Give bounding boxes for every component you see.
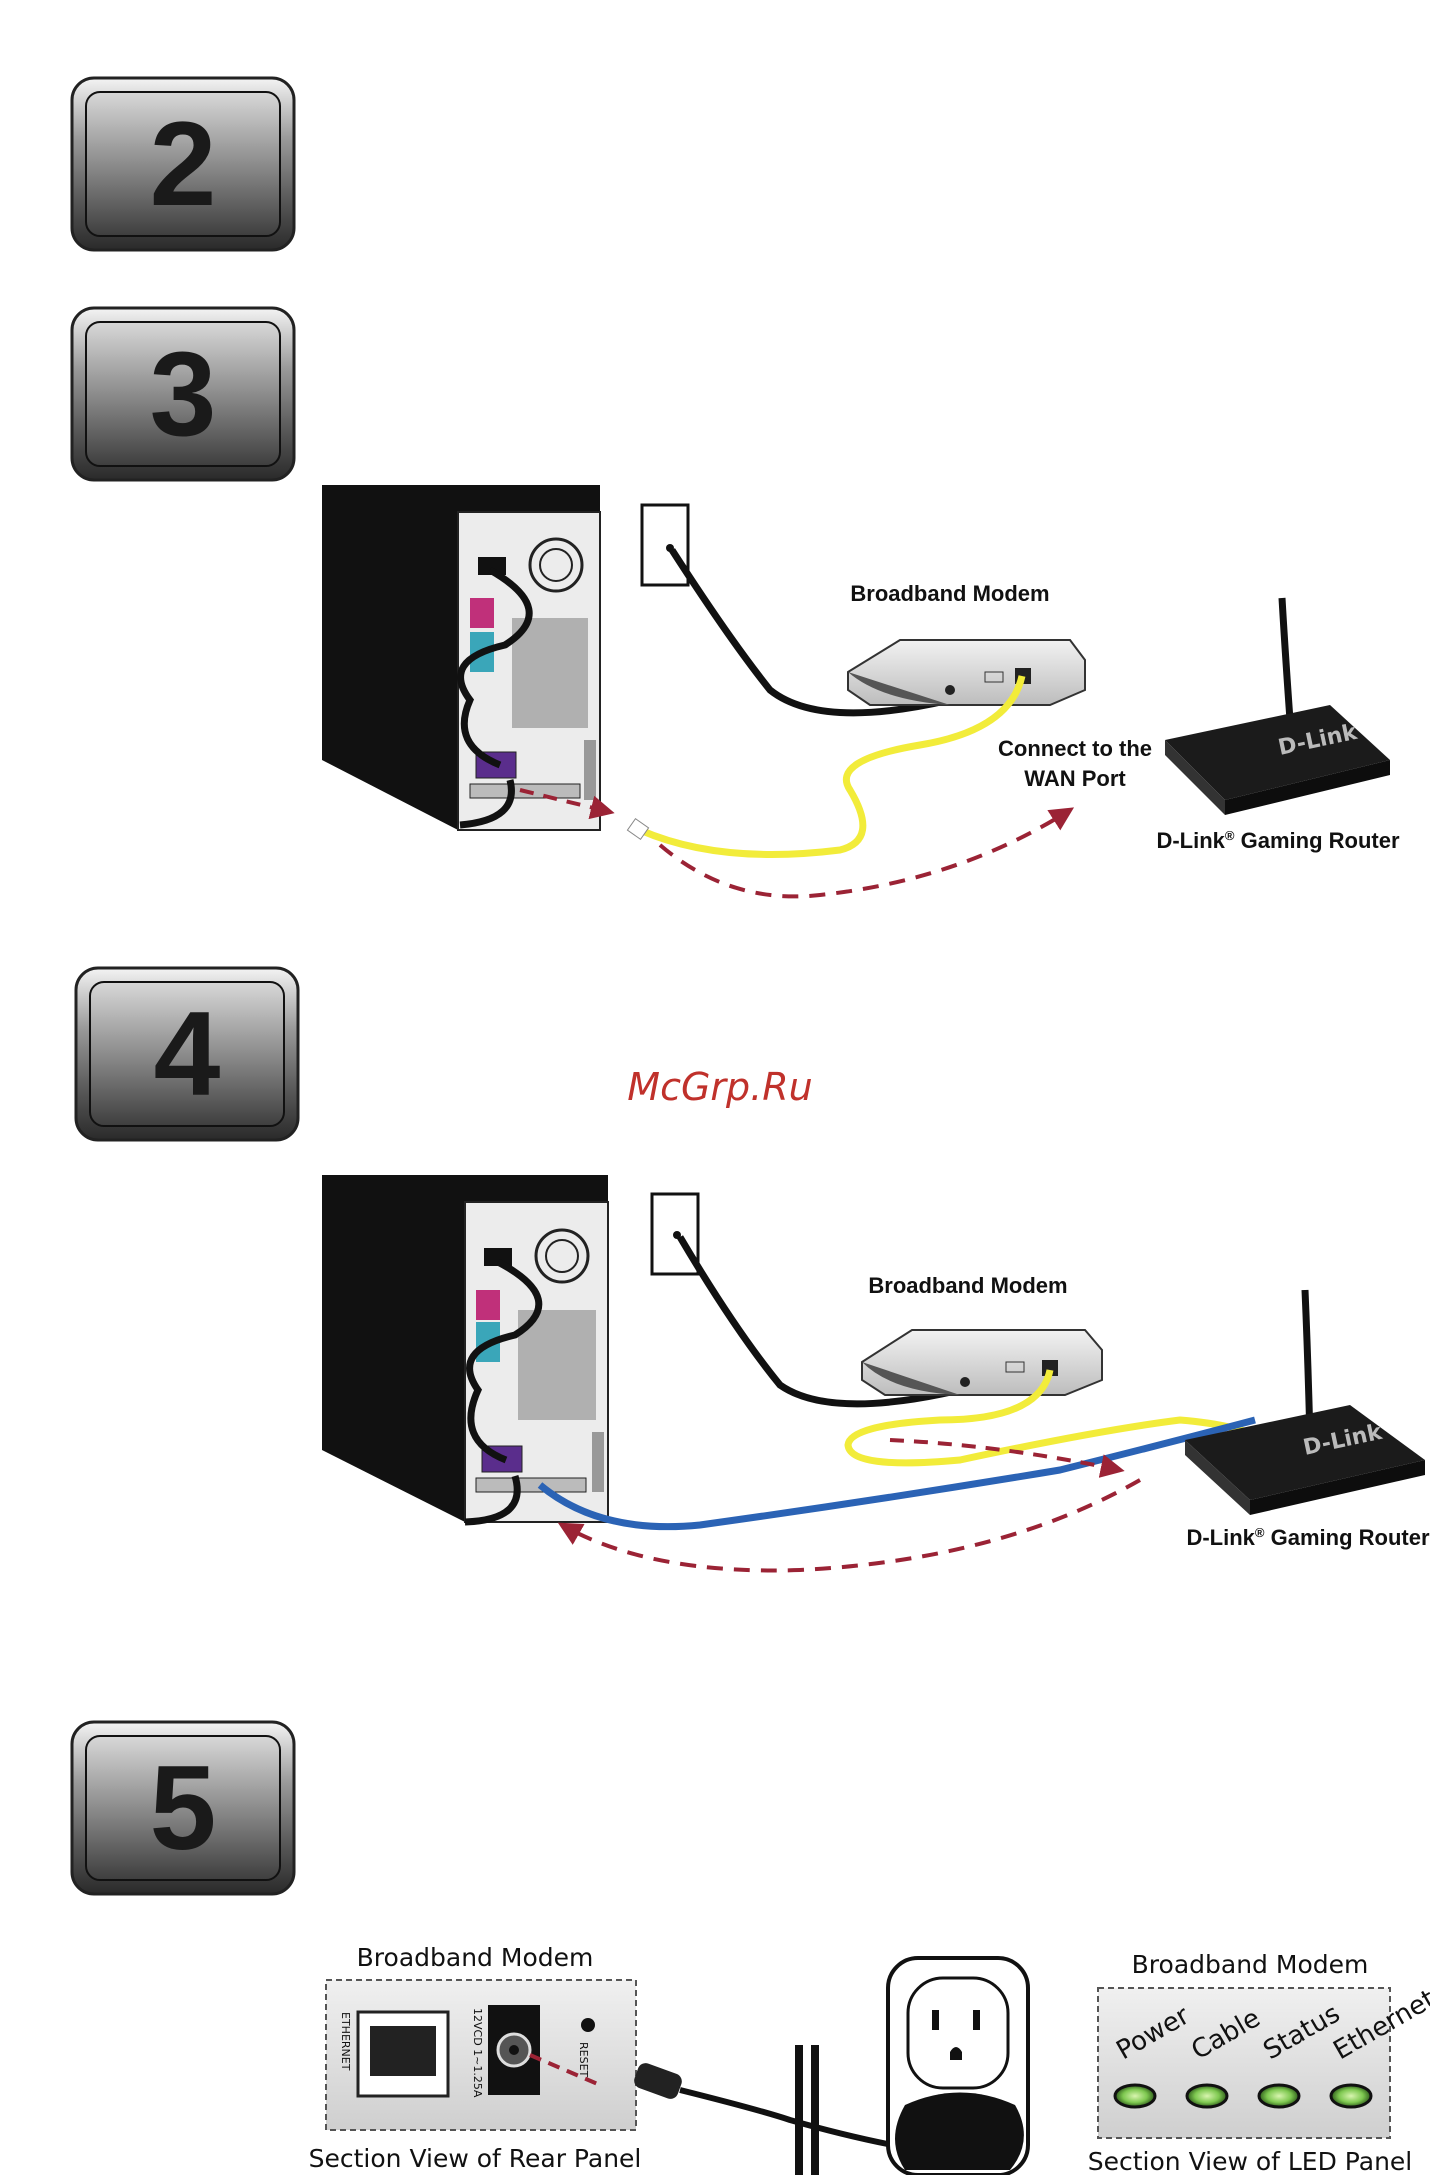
step-2-number: 2 — [150, 97, 217, 231]
wan-label-line2: WAN Port — [1024, 766, 1126, 791]
step-3-badge: 3 — [72, 308, 294, 480]
wall-outlet — [888, 1958, 1028, 2175]
step-2-badge: 2 — [72, 78, 294, 250]
power-spec-label: 12VCD 1~1.25A — [471, 2008, 484, 2098]
led-ethernet — [1331, 2085, 1371, 2107]
watermark: McGrp.Ru — [627, 1065, 812, 1109]
led-panel-caption: Section View of LED Panel — [1088, 2147, 1413, 2175]
router-label-step3-reg: ® — [1225, 828, 1235, 843]
pc-tower — [322, 485, 600, 830]
step-5-diagram: Broadband Modem ETHERNET 12VCD 1~1.25A R… — [309, 1943, 1430, 2175]
step-3-diagram: Broadband Modem Connect to the WAN Port … — [322, 485, 1400, 896]
rear-panel-title: Broadband Modem — [357, 1943, 594, 1972]
wall-jack — [642, 505, 688, 585]
led-cable — [1187, 2085, 1227, 2107]
rear-panel-caption: Section View of Rear Panel — [309, 2144, 642, 2173]
ethernet-port-label: ETHERNET — [339, 2012, 352, 2071]
router-label-step3-rest: Gaming Router — [1235, 828, 1400, 853]
reset-label: RESET — [577, 2042, 590, 2078]
gaming-router-step3: D-Link — [1165, 598, 1390, 815]
led-status — [1259, 2085, 1299, 2107]
wan-label-line1: Connect to the — [998, 736, 1152, 761]
power-plug — [632, 2061, 684, 2101]
step-4-badge: 4 — [76, 968, 298, 1140]
router-label-step4-reg: ® — [1255, 1525, 1265, 1540]
step-5-badge: 5 — [72, 1722, 294, 1894]
power-adapter — [895, 2093, 1024, 2171]
router-label-step3-brand: D-Link — [1156, 828, 1225, 853]
router-label-step4-rest: Gaming Router — [1265, 1525, 1430, 1550]
broadband-modem-step4 — [862, 1330, 1102, 1395]
step-5-number: 5 — [150, 1741, 217, 1875]
reset-button — [581, 2018, 595, 2032]
blue-ethernet-cable — [540, 1420, 1255, 1527]
modem-label-step3: Broadband Modem — [850, 581, 1049, 606]
modem-label-step4: Broadband Modem — [868, 1273, 1067, 1298]
pc-tower-step4 — [322, 1175, 608, 1522]
router-label-step3: D-Link® Gaming Router — [1156, 828, 1399, 853]
step-4-number: 4 — [154, 987, 221, 1121]
led-power — [1115, 2085, 1155, 2107]
broadband-modem-step3 — [848, 640, 1085, 705]
router-label-step4: D-Link® Gaming Router — [1186, 1525, 1429, 1550]
gaming-router-step4: D-Link — [1185, 1290, 1425, 1515]
ethernet-port-jack — [370, 2026, 436, 2076]
router-label-step4-brand: D-Link — [1186, 1525, 1255, 1550]
led-panel-title: Broadband Modem — [1132, 1950, 1369, 1979]
step-3-number: 3 — [150, 327, 217, 461]
step-4-diagram: Broadband Modem D-Link D-Link® Gaming Ro… — [322, 1175, 1430, 1570]
